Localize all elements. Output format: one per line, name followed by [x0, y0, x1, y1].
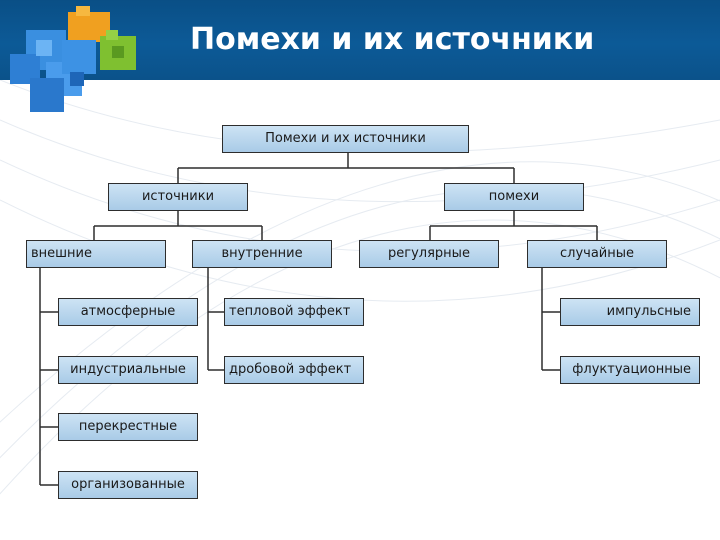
sources-node: источники	[108, 183, 248, 211]
industrial-node: индустриальные	[58, 356, 198, 384]
random-node: случайные	[527, 240, 667, 268]
crosstalk-node: перекрестные	[58, 413, 198, 441]
external-node: внешние	[26, 240, 166, 268]
thermal-effect-node: тепловой эффект	[224, 298, 364, 326]
regular-node: регулярные	[359, 240, 499, 268]
atmospheric-node: атмосферные	[58, 298, 198, 326]
shot-effect-node: дробовой эффект	[224, 356, 364, 384]
root-node: Помехи и их источники	[222, 125, 469, 153]
organized-node: организованные	[58, 471, 198, 499]
impulse-node: импульсные	[560, 298, 700, 326]
internal-node: внутренние	[192, 240, 332, 268]
fluctuation-node: флуктуационные	[560, 356, 700, 384]
interference-node: помехи	[444, 183, 584, 211]
slide-title: Помехи и их источники	[190, 22, 595, 57]
puzzle-cubes-logo-icon	[10, 6, 136, 112]
